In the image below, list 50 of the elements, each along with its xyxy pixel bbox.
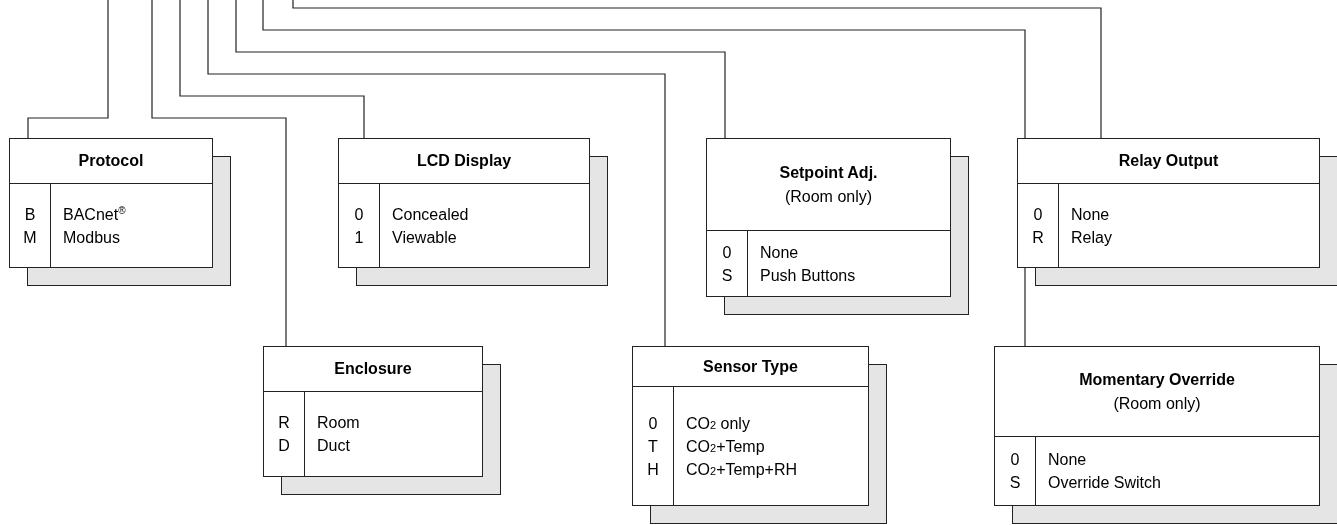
connector-line bbox=[262, 0, 1026, 347]
connector-line bbox=[292, 0, 1102, 139]
table-heading: Enclosure bbox=[334, 360, 412, 378]
table-subheading: (Room only) bbox=[784, 187, 873, 206]
option-table bbox=[9, 138, 213, 268]
option-code: 0 bbox=[354, 204, 364, 225]
option-code: 0 bbox=[1010, 450, 1020, 470]
connector-line bbox=[207, 0, 666, 347]
option-description: Room bbox=[317, 413, 361, 433]
option-code: 0 bbox=[1033, 204, 1043, 225]
option-code: D bbox=[278, 436, 290, 456]
option-table bbox=[706, 138, 951, 297]
option-code: S bbox=[721, 265, 733, 286]
option-table bbox=[632, 346, 869, 506]
option-table bbox=[338, 138, 590, 268]
option-code: R bbox=[1032, 227, 1044, 248]
option-code: H bbox=[647, 459, 659, 480]
option-description: Viewable bbox=[392, 227, 458, 248]
option-description: Duct bbox=[317, 436, 351, 456]
connector-line bbox=[179, 0, 365, 139]
table-heading: LCD Display bbox=[416, 152, 512, 170]
option-code: 1 bbox=[354, 227, 364, 248]
table-heading: Setpoint Adj. bbox=[779, 163, 878, 182]
option-code: M bbox=[23, 227, 37, 248]
table-heading: Sensor Type bbox=[703, 357, 798, 376]
option-description: Concealed bbox=[392, 204, 470, 225]
option-description: BACnet$^{®}$ bbox=[63, 203, 127, 225]
option-code: 0 bbox=[722, 242, 732, 263]
option-code: B bbox=[24, 204, 36, 225]
option-code: T bbox=[648, 436, 658, 457]
option-description: None bbox=[760, 242, 800, 263]
option-code: S bbox=[1009, 473, 1021, 493]
option-description: Push Buttons bbox=[760, 265, 857, 286]
table-heading: Protocol bbox=[78, 152, 144, 170]
connector-line bbox=[235, 0, 726, 139]
option-code: R bbox=[278, 413, 290, 433]
option-description: Relay bbox=[1071, 227, 1113, 248]
option-description: None bbox=[1048, 450, 1088, 470]
option-table bbox=[263, 346, 483, 477]
table-heading: Relay Output bbox=[1118, 152, 1219, 170]
connector-line bbox=[27, 0, 109, 139]
option-table bbox=[994, 346, 1320, 506]
option-description: Override Switch bbox=[1048, 473, 1162, 493]
option-description: Modbus bbox=[63, 227, 121, 248]
table-heading: Momentary Override bbox=[1079, 370, 1235, 389]
connector-line bbox=[151, 0, 287, 347]
option-code: 0 bbox=[648, 413, 658, 434]
option-table bbox=[1017, 138, 1320, 268]
table-subheading: (Room only) bbox=[1113, 394, 1201, 413]
option-description: None bbox=[1071, 204, 1111, 225]
